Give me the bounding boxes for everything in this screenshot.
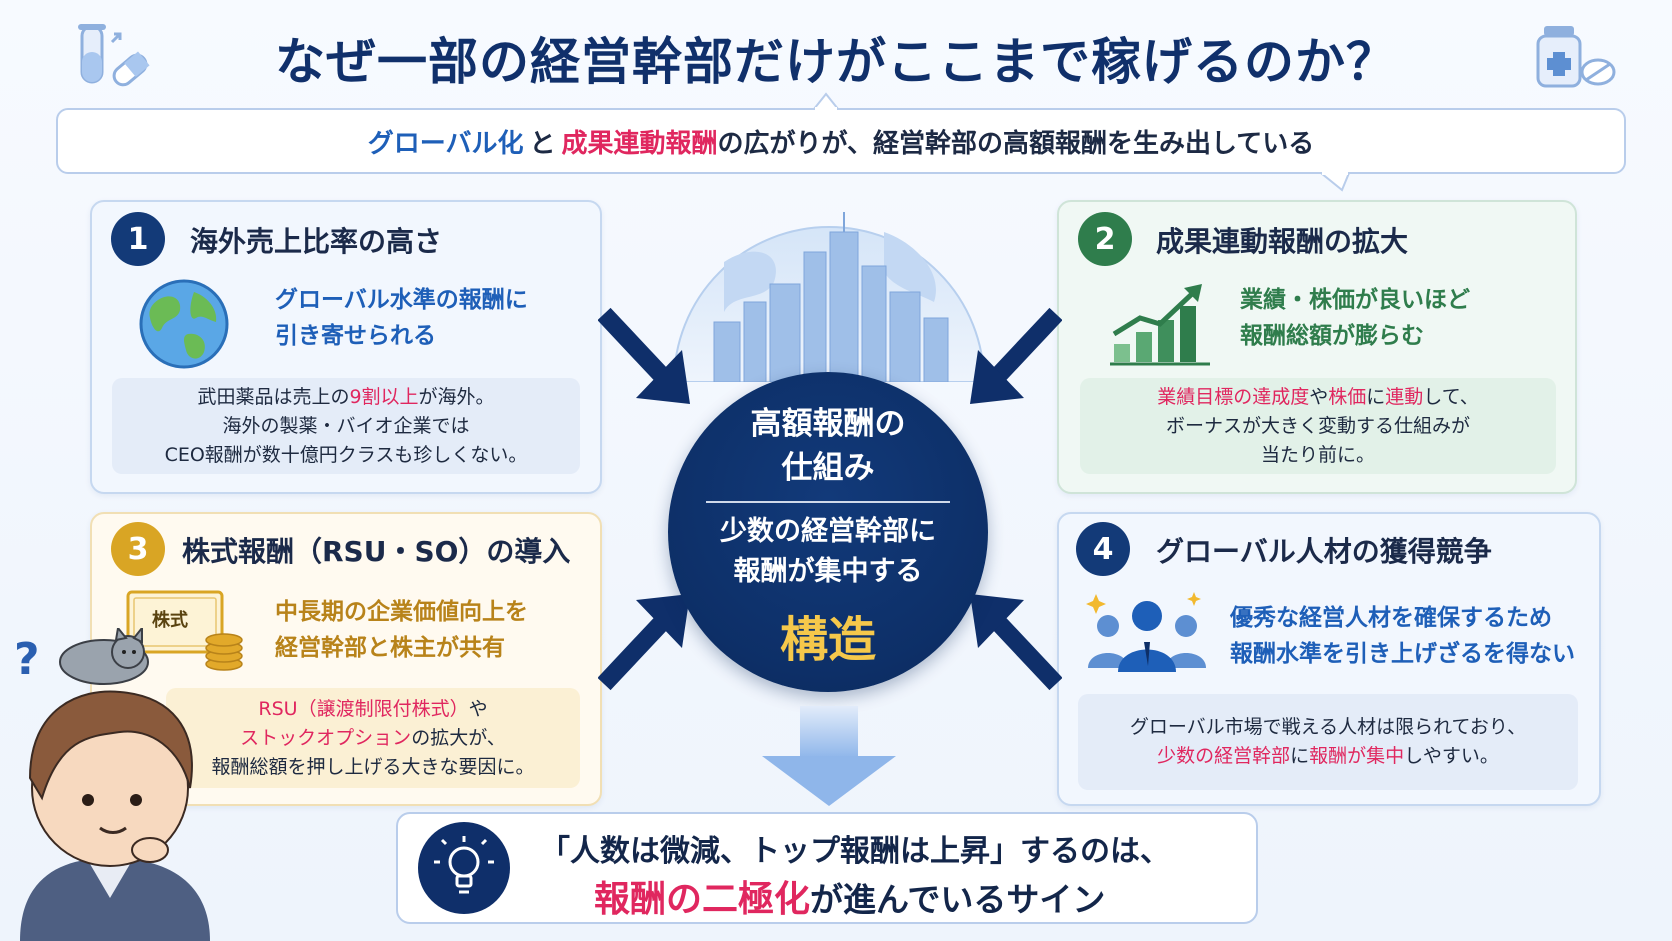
card3-note-1b: や — [468, 697, 488, 720]
banner-tail-bottom — [1320, 172, 1350, 192]
subtitle-performance-pay: 成果連動報酬 — [561, 128, 718, 159]
page-title: なぜ一部の経営幹部だけがここまで稼げるのか？ — [275, 33, 1397, 91]
card3-note-3: 報酬総額を押し上げる大きな要因に。 — [211, 755, 535, 778]
card2-note-1f: して、 — [1423, 385, 1479, 408]
card3-title: 株式報酬（RSU・SO）の導入 — [182, 535, 571, 568]
card2-note-1d: に — [1366, 385, 1386, 408]
card1-note: 武田薬品は売上の9割以上が海外。 海外の製薬・バイオ企業では CEO報酬が数十億… — [112, 378, 580, 474]
card2-note-1e: 連動 — [1385, 385, 1424, 408]
globe-city-illustration — [672, 212, 986, 382]
arrow-from-card3 — [598, 594, 690, 691]
card2-note-3: 当たり前に。 — [1260, 443, 1375, 466]
card4-note-2c: 報酬が集中 — [1309, 745, 1405, 767]
card2-note-2: ボーナスが大きく変動する仕組みが — [1165, 414, 1470, 437]
globe-icon — [139, 279, 229, 369]
card2-note-1c: 株価 — [1328, 385, 1367, 408]
card4-note-2d: しやすい。 — [1404, 745, 1499, 767]
conclusion-line2-rest: が進んでいるサイン — [810, 880, 1106, 919]
arrow-from-card2 — [970, 307, 1062, 404]
card1-note-2: 海外の製薬・バイオ企業では — [222, 414, 470, 437]
center-subtitle: 少数の経営幹部に 報酬が集中する — [668, 512, 988, 592]
medicine-bottle-icon — [1536, 26, 1616, 88]
card3-number-badge: 3 — [111, 522, 165, 576]
certificate-label: 株式 — [152, 610, 188, 631]
growth-chart-icon — [1110, 284, 1210, 366]
stock-certificate-icon — [126, 590, 243, 671]
card1-lead-1: グローバル水準の報酬に — [275, 287, 528, 313]
card4-note: グローバル市場で戦える人材は限られており、 少数の経営幹部に報酬が集中しやすい。 — [1078, 694, 1578, 790]
conclusion-line2: 報酬の二極化が進んでいるサイン — [594, 870, 1234, 922]
card1-note-3: CEO報酬が数十億円クラスも珍しくない。 — [164, 443, 528, 466]
card1-note-1a: 武田薬品は売上の — [197, 385, 350, 408]
card4-lead-1: 優秀な経営人材を確保するため — [1230, 605, 1552, 631]
card4-note-2a: 少数の経営幹部 — [1157, 745, 1291, 767]
arrow-from-card1 — [598, 307, 690, 404]
card2-number-badge: 2 — [1078, 212, 1132, 266]
card3-note-1a: RSU（譲渡制限付株式） — [258, 697, 469, 720]
center-title-2: 仕組み — [781, 450, 875, 486]
center-title: 高額報酬の 仕組み — [668, 402, 988, 490]
center-title-1: 高額報酬の — [750, 406, 906, 442]
card2-note-1b: や — [1309, 385, 1329, 408]
conclusion-box — [396, 812, 1258, 924]
conclusion-highlight: 報酬の二極化 — [594, 879, 811, 920]
card1-lead-2: 引き寄せられる — [275, 323, 436, 349]
card4-number-badge: 4 — [1076, 522, 1130, 576]
card3-lead-1: 中長期の企業価値向上を — [275, 599, 528, 625]
banner-tail-top — [813, 92, 839, 110]
center-divider — [706, 501, 950, 503]
card2-note-1a: 業績目標の達成度 — [1157, 385, 1310, 408]
conclusion-line1: 「人数は微減、トップ報酬は上昇」するのは、 — [540, 834, 1170, 869]
center-subtitle-2: 報酬が集中する — [733, 556, 923, 587]
card3-lead-2: 経営幹部と株主が共有 — [275, 635, 505, 661]
card4-note-2b: に — [1290, 745, 1310, 767]
arrow-from-card4 — [970, 594, 1062, 691]
talent-group-icon — [1086, 592, 1206, 672]
card1-note-1b: 9割以上 — [349, 385, 419, 408]
card2-title: 成果連動報酬の拡大 — [1156, 225, 1409, 258]
lightbulb-icon — [434, 836, 494, 894]
subtitle-globalization: グローバル化 — [367, 128, 524, 159]
card4-lead-2: 報酬水準を引き上げざるを得ない — [1230, 641, 1575, 667]
center-circle — [668, 372, 988, 692]
test-tube-capsule-icon — [78, 24, 150, 87]
card2-lead-1: 業績・株価が良いほど — [1240, 287, 1470, 313]
down-arrow — [762, 706, 896, 806]
center-keyword: 構造 — [779, 612, 876, 668]
card1-number-badge: 1 — [111, 212, 165, 266]
card1-title: 海外売上比率の高さ — [190, 225, 443, 258]
card4-note-1: グローバル市場で戦える人材は限られており、 — [1129, 716, 1527, 738]
card2-lead-2: 報酬総額が膨らむ — [1240, 323, 1424, 349]
center-subtitle-1: 少数の経営幹部に — [720, 516, 936, 547]
thinking-person-with-cat-illustration: ? — [14, 628, 210, 941]
subtitle-rest: の広がりが、経営幹部の高額報酬を生み出している — [717, 128, 1315, 159]
card4-title: グローバル人材の獲得競争 — [1156, 535, 1492, 568]
card3-note-2a: ストックオプション — [240, 726, 412, 749]
svg-text:?: ? — [14, 634, 40, 685]
subtitle-banner: グローバル化 と 成果連動報酬 の広がりが、経営幹部の高額報酬を生み出している — [56, 108, 1626, 174]
subtitle-connector: と — [529, 128, 556, 159]
card1-note-1c: が海外。 — [418, 385, 495, 408]
card3-note: RSU（譲渡制限付株式）や ストックオプションの拡大が、 報酬総額を押し上げる大… — [166, 688, 580, 788]
card3-note-2b: の拡大が、 — [411, 726, 506, 749]
card2-note: 業績目標の達成度や株価に連動して、 ボーナスが大きく変動する仕組みが 当たり前に… — [1080, 378, 1556, 474]
